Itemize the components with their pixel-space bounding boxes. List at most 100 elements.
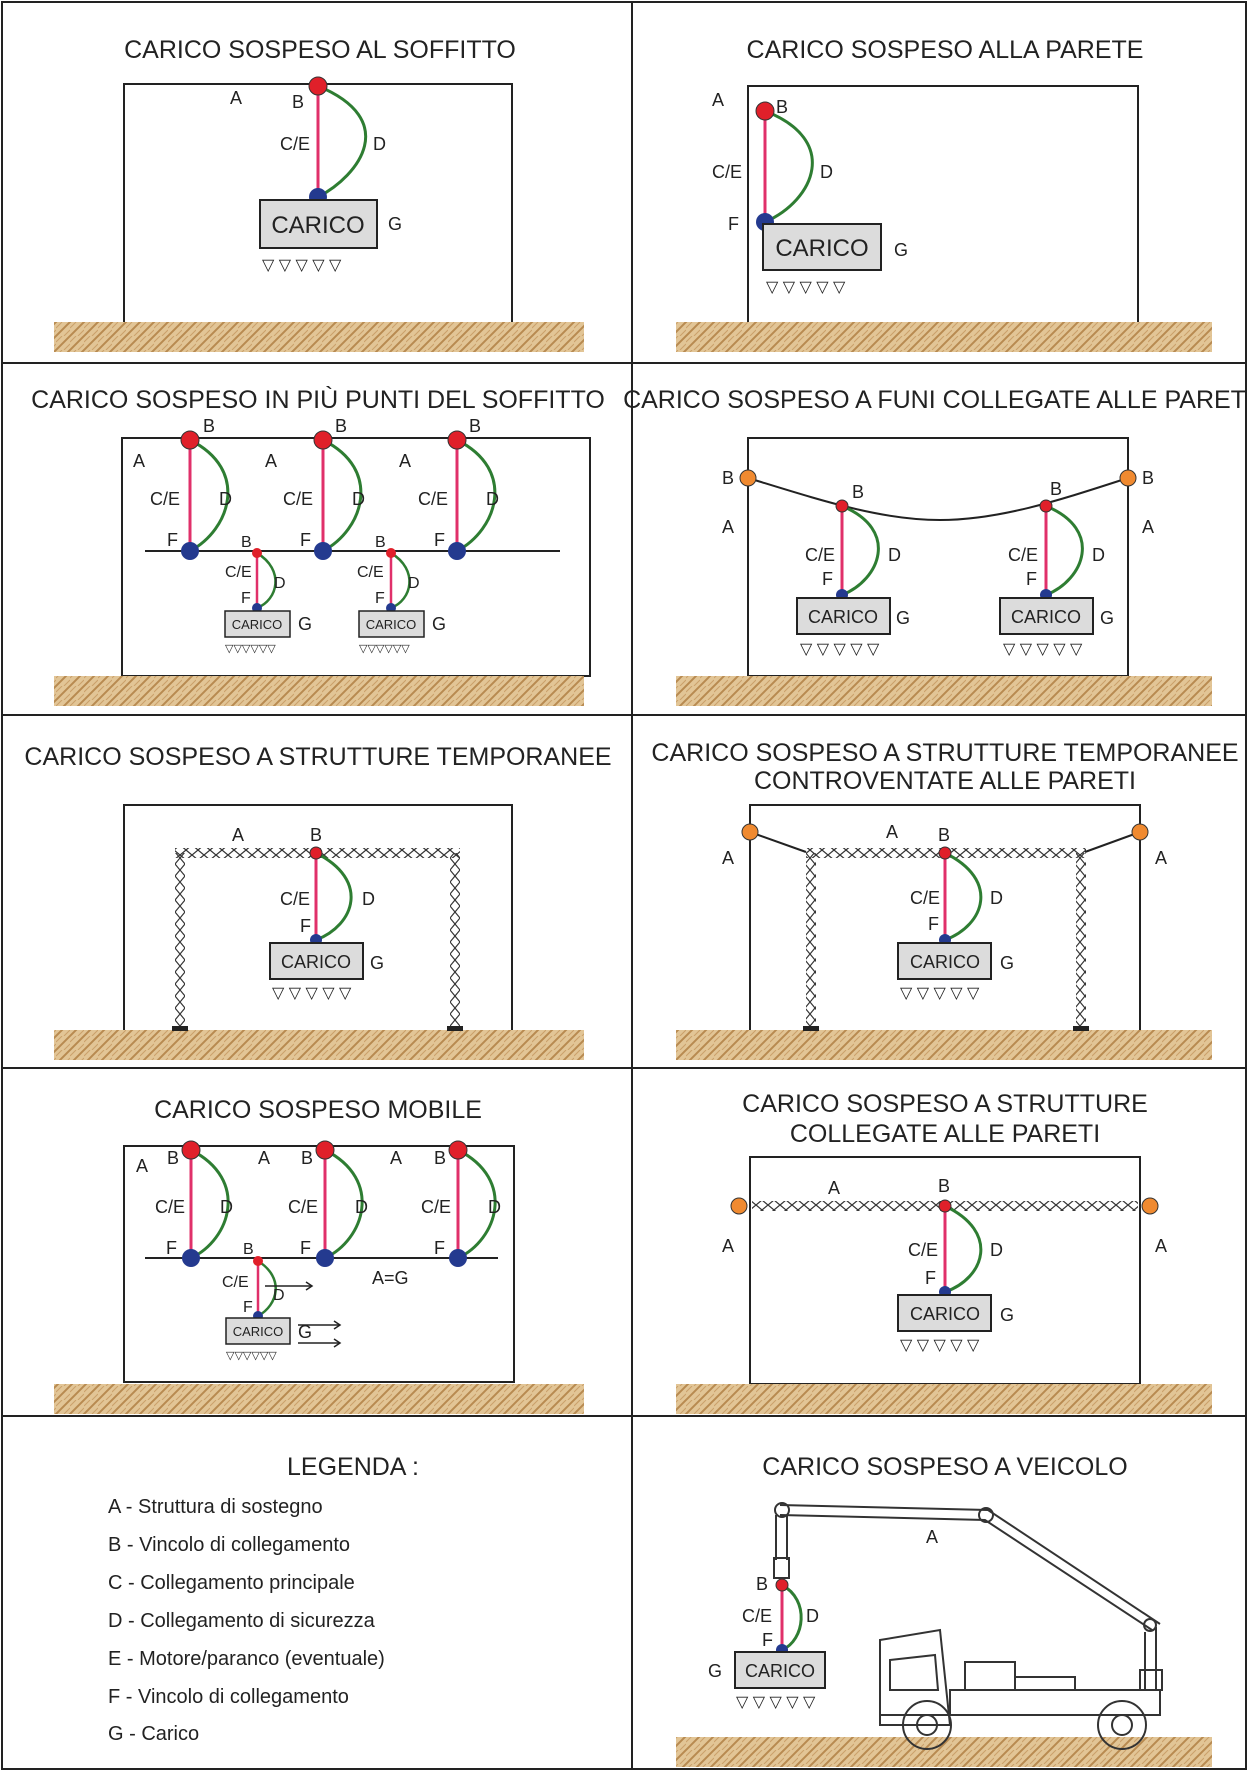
legend-item: A - Struttura di sostegno [108,1496,323,1518]
crane-truck [773,1502,1163,1750]
legend-item: B - Vincolo di collegamento [108,1534,350,1556]
truss-post-right [450,853,460,1028]
ground [676,1030,1212,1060]
panel-temporary-title: CARICO SOSPESO A STRUTTURE TEMPORANEE [24,743,611,771]
safety-cable [764,109,814,224]
label-d: D [373,134,386,154]
svg-text:A: A [926,1527,938,1547]
hang-1: A B C/E D F [136,1140,233,1267]
legend-item: G - Carico [108,1723,199,1745]
svg-text:▽ ▽ ▽ ▽ ▽: ▽ ▽ ▽ ▽ ▽ [800,641,880,658]
label-g: G [388,214,402,234]
svg-text:D: D [486,489,499,509]
label-a: A [712,90,724,110]
load-box [259,199,378,249]
svg-text:A: A [722,517,734,537]
panel-temporary-braced-title-2: CONTROVENTATE ALLE PARETI [754,767,1136,795]
hang-3: A B C/E D F [390,1140,501,1267]
svg-text:CARICO: CARICO [910,952,980,972]
svg-text:F: F [1026,569,1037,589]
label-ce: C/E [280,134,310,154]
legend-item: E - Motore/paranco (eventuale) [108,1648,385,1670]
wall-anchor-left [739,469,757,487]
svg-text:▽▽▽▽▽▽: ▽▽▽▽▽▽ [359,643,410,655]
svg-text:D: D [990,888,1003,908]
svg-text:A: A [722,848,734,868]
svg-text:D: D [408,575,420,592]
panel-temporary: CARICO SOSPESO A STRUTTURE TEMPORANEE CA… [24,743,612,1060]
svg-text:C/E: C/E [908,1240,938,1260]
svg-text:G: G [1000,953,1014,973]
svg-text:A: A [265,451,277,471]
svg-text:A: A [1155,848,1167,868]
svg-text:A: A [399,451,411,471]
svg-text:D: D [1092,545,1105,565]
svg-text:F: F [434,530,445,550]
svg-text:C/E: C/E [742,1606,772,1626]
svg-text:D: D [352,489,365,509]
anchor-node [755,101,775,121]
svg-text:B: B [335,416,347,436]
legend-item: D - Collegamento di sicurezza [108,1610,376,1632]
label-ce: C/E [712,162,742,182]
hang-1: B A C/E D F [133,416,232,560]
safety-cable [317,84,368,199]
legend: LEGENDA : A - Struttura di sostegno B - … [108,1453,419,1745]
hang-2: B A C/E D F [265,416,365,560]
svg-text:D: D [888,545,901,565]
svg-text:G: G [708,1661,722,1681]
panel-mobile: CARICO SOSPESO MOBILE A B C/E D F A B C/… [54,1096,584,1414]
legend-title: LEGENDA : [287,1453,419,1481]
svg-text:F: F [243,1299,253,1316]
svg-text:▽▽▽▽▽▽: ▽▽▽▽▽▽ [225,643,276,655]
svg-text:CARICO: CARICO [281,952,351,972]
legend-item: C - Collegamento principale [108,1572,355,1594]
svg-text:F: F [375,590,385,607]
svg-text:CARICO: CARICO [745,1661,815,1681]
svg-text:C/E: C/E [910,888,940,908]
svg-text:G: G [370,953,384,973]
label-a: A [230,88,242,108]
panel-structures-walls: CARICO SOSPESO A STRUTTURE COLLEGATE ALL… [676,1090,1212,1414]
svg-text:A: A [258,1148,270,1168]
svg-text:C/E: C/E [418,489,448,509]
svg-text:C/E: C/E [225,564,252,581]
label-g: G [894,240,908,260]
load-hatch: ▽ ▽ ▽ ▽ ▽ [262,257,342,274]
label-f: F [728,214,739,234]
label-b: B [776,97,788,117]
svg-text:CARICO: CARICO [1011,607,1081,627]
svg-text:G: G [432,614,446,634]
panel-multi-ceiling-title: CARICO SOSPESO IN PIÙ PUNTI DEL SOFFITTO [31,385,605,414]
sub-hang-2: CARICO ▽▽▽▽▽▽ B C/E D F G [357,534,446,655]
svg-text:C/E: C/E [421,1197,451,1217]
svg-text:F: F [300,916,311,936]
svg-text:B: B [756,1574,768,1594]
svg-text:C/E: C/E [357,564,384,581]
panel-structures-walls-title-2: COLLEGATE ALLE PARETI [790,1120,1100,1148]
svg-text:B: B [1050,479,1062,499]
wall-anchor-right [1119,469,1137,487]
svg-text:A: A [1155,1236,1167,1256]
svg-text:▽ ▽ ▽ ▽ ▽: ▽ ▽ ▽ ▽ ▽ [900,1337,980,1354]
panel-ceiling-title: CARICO SOSPESO AL SOFFITTO [124,36,516,64]
svg-text:A: A [722,1236,734,1256]
ground [676,322,1212,352]
svg-text:C/E: C/E [288,1197,318,1217]
svg-text:B: B [167,1148,179,1168]
safety-cable [315,851,353,942]
svg-text:A: A [136,1156,148,1176]
svg-text:A: A [828,1178,840,1198]
svg-text:B: B [938,825,950,845]
svg-text:D: D [362,889,375,909]
svg-text:G: G [896,608,910,628]
svg-text:B: B [852,482,864,502]
svg-text:F: F [166,1238,177,1258]
svg-text:F: F [822,569,833,589]
svg-text:B: B [203,416,215,436]
panel-mobile-title: CARICO SOSPESO MOBILE [154,1096,482,1124]
ground [54,1030,584,1060]
svg-text:F: F [925,1268,936,1288]
rope [747,477,1129,522]
